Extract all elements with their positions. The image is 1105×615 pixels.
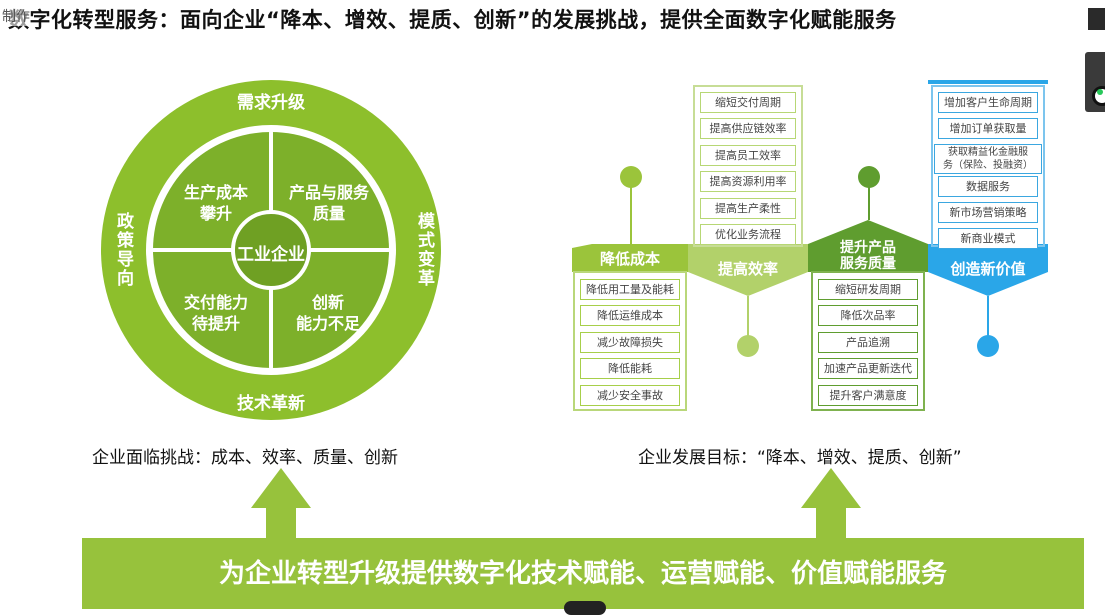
stage-4-item-multiline: 获取精益化金融服 务（保险、投融资） bbox=[934, 144, 1042, 174]
stage-3-item: 加速产品更新迭代 bbox=[818, 358, 918, 379]
band-stage-1 bbox=[572, 244, 688, 272]
stage-2-label: 提高效率 bbox=[717, 260, 778, 278]
page-title: 数字化转型服务：面向企业“降本、增效、提质、创新”的发展挑战，提供全面数字化赋能… bbox=[8, 8, 897, 32]
banner-text: 为企业转型升级提供数字化技术赋能、运营赋能、价值赋能服务 bbox=[218, 559, 947, 589]
stage-2-item: 提高员工效率 bbox=[700, 145, 796, 166]
stage-1-item: 降低运维成本 bbox=[580, 305, 680, 326]
node-stage-4 bbox=[977, 335, 999, 357]
status-indicator bbox=[1097, 89, 1103, 95]
frame-stage-3 bbox=[811, 271, 925, 411]
ring-label-right: 模式变革 bbox=[414, 212, 434, 288]
stage-2-item: 提高生产柔性 bbox=[700, 198, 796, 219]
stage-3-item: 产品追溯 bbox=[818, 332, 918, 353]
stage-2-item: 优化业务流程 bbox=[700, 224, 796, 245]
frame-stage-1 bbox=[573, 271, 687, 411]
ring-label-top: 需求升级 bbox=[237, 93, 305, 113]
band-stage-3 bbox=[808, 220, 928, 272]
window-corner-tab bbox=[1088, 8, 1105, 30]
stage-1-item: 降低能耗 bbox=[580, 358, 680, 379]
stage-4-label: 创造新价值 bbox=[950, 260, 1026, 278]
node-stage-3 bbox=[858, 166, 880, 188]
node-stage-2 bbox=[737, 335, 759, 357]
core-label: 工业企业 bbox=[237, 245, 305, 265]
stage-1-label: 降低成本 bbox=[599, 250, 660, 268]
stage-3-item: 缩短研发周期 bbox=[818, 279, 918, 300]
stage-2-item: 缩短交付周期 bbox=[700, 92, 796, 113]
challenge-caption: 企业面临挑战：成本、效率、质量、创新 bbox=[92, 448, 398, 468]
goal-caption: 企业发展目标：“降本、增效、提质、创新” bbox=[638, 448, 962, 468]
stage-4-item: 增加客户生命周期 bbox=[938, 92, 1038, 113]
stage-2-item: 提高供应链效率 bbox=[700, 118, 796, 139]
stage-1-item: 减少故障损失 bbox=[580, 332, 680, 353]
band-stage-4 bbox=[928, 244, 1048, 296]
node-stage-1 bbox=[620, 166, 642, 188]
stage-4-item: 新商业模式 bbox=[938, 228, 1038, 249]
stage-3-item: 降低次品率 bbox=[818, 305, 918, 326]
band-stage-2 bbox=[688, 244, 808, 296]
overlay-watermark: 制作 bbox=[2, 6, 30, 26]
challenge-circle: 需求升级 技术革新 政策导向 模式变革 生产成本 攀升 产品与服务 质量 交付能… bbox=[101, 80, 441, 420]
stage-4-item: 数据服务 bbox=[938, 176, 1038, 197]
stage-1-item: 减少安全事故 bbox=[580, 385, 680, 406]
stage-3-label: 提升产品 服务质量 bbox=[840, 240, 896, 272]
quadrant-bottom-right: 创新 能力不足 bbox=[295, 293, 360, 333]
stage-4-item: 增加订单获取量 bbox=[938, 118, 1038, 139]
webcam-preview[interactable] bbox=[1085, 52, 1105, 112]
service-banner: 为企业转型升级提供数字化技术赋能、运营赋能、价值赋能服务 bbox=[82, 538, 1084, 609]
stage-4-item: 新市场营销策略 bbox=[938, 202, 1038, 223]
stage-1-item: 降低用工量及能耗 bbox=[580, 279, 680, 300]
quadrant-top-right: 产品与服务 质量 bbox=[288, 183, 369, 223]
stage-3-item: 提升客户满意度 bbox=[818, 385, 918, 406]
quadrant-bottom-left: 交付能力 待提升 bbox=[183, 293, 248, 333]
ring-label-bottom: 技术革新 bbox=[237, 394, 305, 414]
quadrant-top-left: 生产成本 攀升 bbox=[183, 183, 248, 223]
frame-stage-2 bbox=[693, 85, 803, 247]
core-circle bbox=[231, 210, 311, 290]
up-arrow-right bbox=[801, 468, 861, 548]
stage-2-item: 提高资源利用率 bbox=[700, 171, 796, 192]
ring-label-left: 政策导向 bbox=[113, 212, 133, 288]
